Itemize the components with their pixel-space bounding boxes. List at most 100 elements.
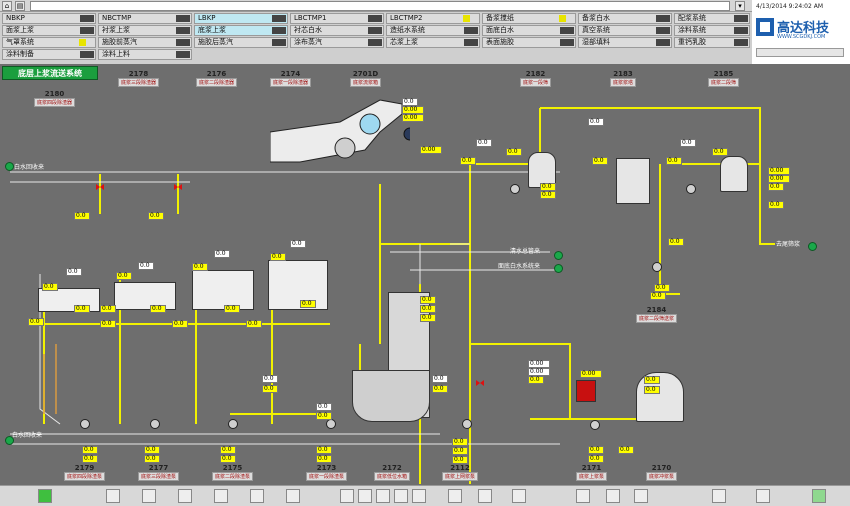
process-value[interactable]: 0.00 — [402, 106, 424, 114]
process-value[interactable]: 0.0 — [100, 305, 116, 313]
process-value[interactable]: 0.00 — [420, 146, 442, 154]
low-level-tank[interactable] — [352, 370, 430, 422]
valve-icon[interactable] — [96, 184, 104, 190]
pump-2185[interactable] — [686, 184, 696, 194]
process-value[interactable]: 0.0 — [506, 148, 522, 156]
nav-item-25[interactable]: 涂料上料 — [98, 49, 192, 60]
process-value[interactable]: 0.0 — [42, 283, 58, 291]
process-value[interactable]: 0.0 — [74, 305, 90, 313]
process-value[interactable]: 0.0 — [712, 148, 728, 156]
zoom-in-icon[interactable] — [448, 489, 462, 503]
trend-icon[interactable] — [214, 489, 228, 503]
nav-item-13[interactable]: 面底白水 — [482, 25, 576, 36]
nav-item-23[interactable]: 重钙乳胶 — [674, 37, 750, 48]
nav-item-22[interactable]: 湿部填料 — [578, 37, 672, 48]
process-value[interactable]: 0.0 — [420, 296, 436, 304]
process-value[interactable]: 0.0 — [476, 139, 492, 147]
process-value[interactable]: 0.0 — [540, 183, 556, 191]
process-value[interactable]: 0.0 — [644, 376, 660, 384]
nav-item-2[interactable]: LBKP — [194, 13, 288, 24]
nav-item-5[interactable]: 备浆搅纸 — [482, 13, 576, 24]
pump-2171[interactable] — [590, 420, 600, 430]
report-icon[interactable] — [106, 489, 120, 503]
process-value[interactable]: 0.0 — [148, 212, 164, 220]
refresh-icon[interactable] — [512, 489, 526, 503]
process-value[interactable]: 0.00 — [528, 360, 550, 368]
control-valve[interactable] — [576, 380, 596, 402]
process-value[interactable]: 0.00 — [580, 370, 602, 378]
process-value[interactable]: 0.0 — [28, 318, 44, 326]
inlet-arrow-icon[interactable] — [5, 436, 14, 445]
event-icon[interactable] — [606, 489, 620, 503]
inlet-arrow-icon[interactable] — [554, 264, 563, 273]
nav-item-20[interactable]: 芯浆上浆 — [386, 37, 480, 48]
process-value[interactable]: 0.0 — [644, 386, 660, 394]
nav-item-3[interactable]: LBCTMP1 — [290, 13, 384, 24]
doc-icon[interactable] — [250, 489, 264, 503]
address-field[interactable] — [30, 1, 730, 11]
nav-item-21[interactable]: 表面施胶 — [482, 37, 576, 48]
outlet-arrow-icon[interactable] — [808, 242, 817, 251]
secondary-screen[interactable] — [720, 156, 748, 192]
confirm-icon[interactable] — [812, 489, 826, 503]
pump-2184[interactable] — [652, 262, 662, 272]
print-icon[interactable]: ▤ — [15, 1, 25, 11]
process-value[interactable]: 0.0 — [420, 314, 436, 322]
nav-item-15[interactable]: 涂料系统 — [674, 25, 750, 36]
process-value[interactable]: 0.0 — [768, 183, 784, 191]
nav-home-icon[interactable] — [376, 489, 390, 503]
alarm-icon[interactable] — [576, 489, 590, 503]
process-value[interactable]: 0.0 — [618, 446, 634, 454]
process-value[interactable]: 0.0 — [654, 284, 670, 292]
process-value[interactable]: 0.0 — [540, 191, 556, 199]
nav-item-8[interactable]: 面浆上浆 — [2, 25, 96, 36]
process-value[interactable]: 0.0 — [220, 446, 236, 454]
dropdown-icon[interactable]: ▾ — [735, 1, 745, 11]
process-value[interactable]: 0.0 — [588, 455, 604, 463]
process-value[interactable]: 0.0 — [402, 98, 418, 106]
start-icon[interactable] — [38, 489, 52, 503]
nav-item-12[interactable]: 造纸水系统 — [386, 25, 480, 36]
process-value[interactable]: 0.0 — [82, 446, 98, 454]
process-value[interactable]: 0.0 — [144, 455, 160, 463]
process-value[interactable]: 0.0 — [768, 201, 784, 209]
process-value[interactable]: 0.00 — [402, 114, 424, 122]
nav-up-icon[interactable] — [358, 489, 372, 503]
process-value[interactable]: 0.0 — [138, 262, 154, 270]
nav-item-18[interactable]: 施胶后蒸汽 — [194, 37, 288, 48]
process-value[interactable]: 0.0 — [316, 455, 332, 463]
process-value[interactable]: 0.0 — [172, 320, 188, 328]
process-value[interactable]: 0.0 — [592, 157, 608, 165]
nav-item-1[interactable]: NBCTMP — [98, 13, 192, 24]
alarm-bar[interactable] — [756, 48, 844, 57]
cleaner-bank-1[interactable] — [268, 260, 328, 310]
export-icon[interactable] — [286, 489, 300, 503]
process-value[interactable]: 0.0 — [316, 412, 332, 420]
process-value[interactable]: 0.0 — [246, 320, 262, 328]
process-value[interactable]: 0.0 — [224, 305, 240, 313]
process-value[interactable]: 0.0 — [316, 403, 332, 411]
process-value[interactable]: 0.0 — [588, 446, 604, 454]
nav-last-icon[interactable] — [412, 489, 426, 503]
nav-item-19[interactable]: 涂布蒸汽 — [290, 37, 384, 48]
settings-icon[interactable] — [634, 489, 648, 503]
nav-item-14[interactable]: 真空系统 — [578, 25, 672, 36]
process-value[interactable]: 0.0 — [66, 268, 82, 276]
process-value[interactable]: 0.0 — [270, 253, 286, 261]
zoom-out-icon[interactable] — [478, 489, 492, 503]
process-value[interactable]: 0.0 — [192, 263, 208, 271]
process-value[interactable]: 0.0 — [452, 438, 468, 446]
cleaner-bank-4[interactable] — [38, 288, 100, 312]
nav-first-icon[interactable] — [340, 489, 354, 503]
